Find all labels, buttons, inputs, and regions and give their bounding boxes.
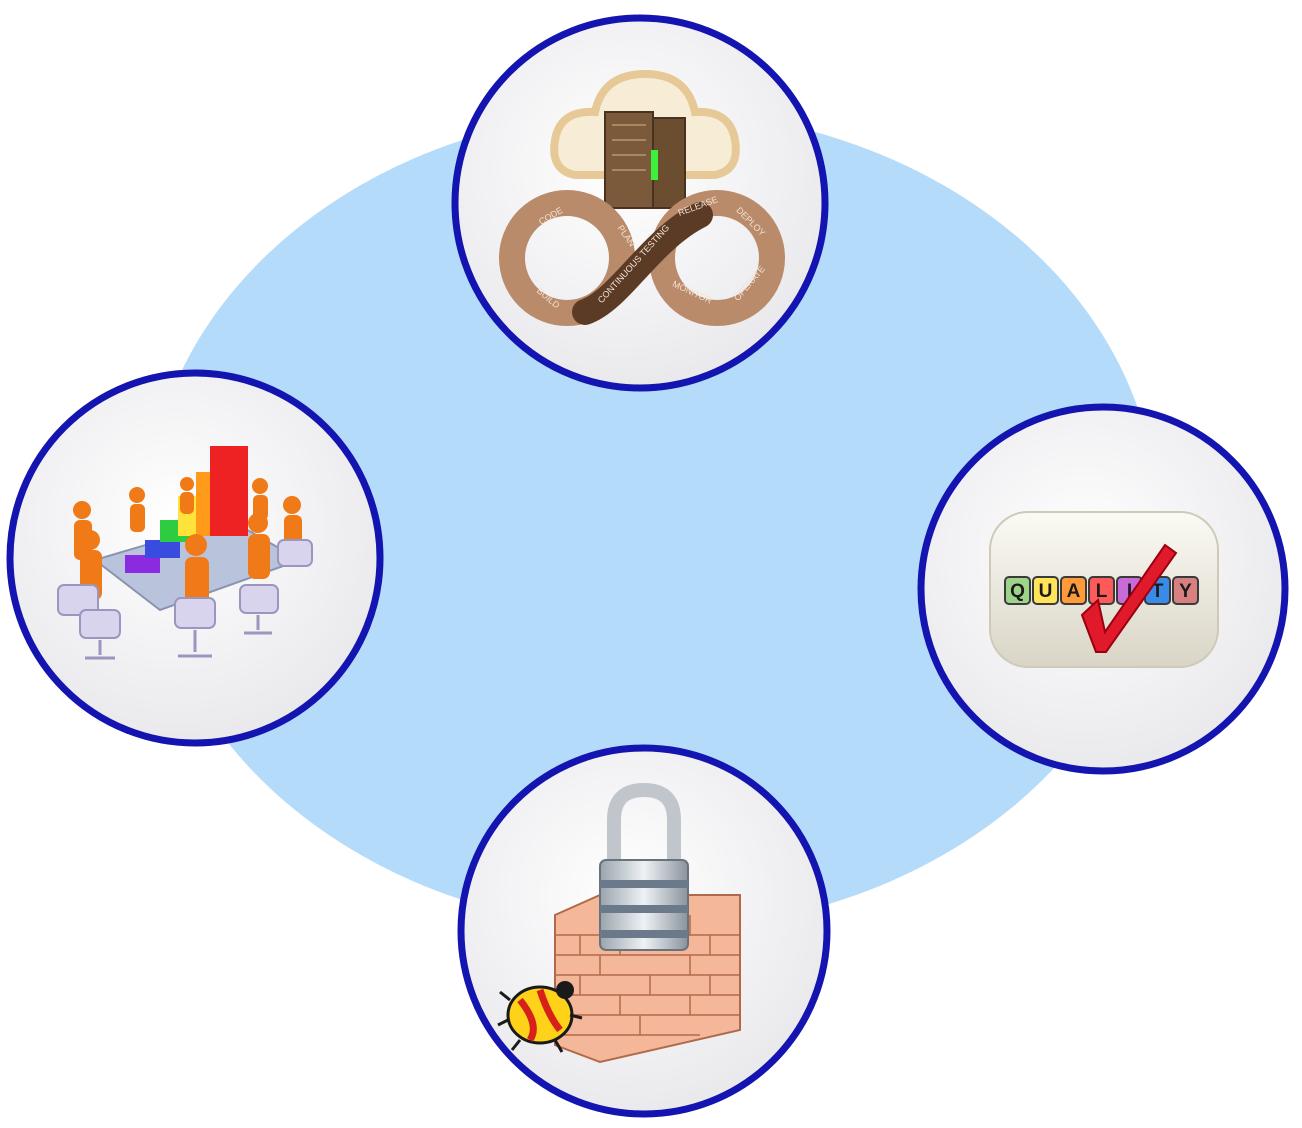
bug-icon	[497, 981, 583, 1053]
node-security	[457, 744, 831, 1118]
background-ellipse	[147, 110, 1157, 930]
quality-tile-y: Y	[1179, 581, 1192, 602]
quality-tile-q: Q	[1010, 581, 1025, 602]
quality-checkmark-icon: Q U A L I T Y	[989, 511, 1219, 668]
team-meeting-bar-chart-icon	[57, 446, 313, 660]
checkmark-icon	[1080, 543, 1178, 653]
node-devops: CODE PLAN BUILD CONTINUOUS TESTING RELEA…	[451, 14, 829, 392]
devops-infinity-cloud-icon: CODE PLAN BUILD CONTINUOUS TESTING RELEA…	[499, 69, 785, 326]
quality-tile-i: I	[1127, 581, 1132, 602]
quality-tile-t: T	[1152, 581, 1164, 602]
quality-tile-a: A	[1067, 581, 1081, 602]
node-quality: Q U A L I T Y	[917, 403, 1289, 775]
quality-tile-l: L	[1096, 581, 1108, 602]
padlock-brick-wall-bug-icon	[497, 782, 741, 1064]
quality-tile-u: U	[1039, 581, 1053, 602]
node-meeting	[6, 369, 384, 747]
